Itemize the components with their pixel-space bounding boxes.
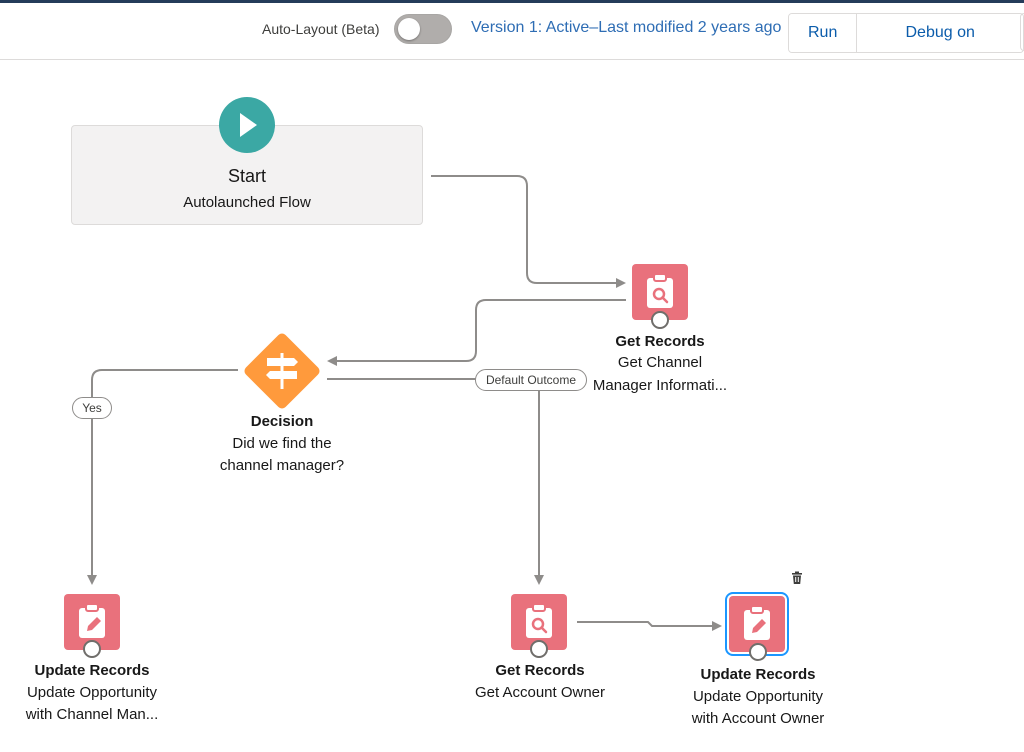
overflow-button[interactable] — [1020, 13, 1024, 51]
decision-label-line1: Did we find the — [232, 435, 332, 452]
get-account-owner-connector-dot[interactable] — [530, 640, 548, 658]
decision-label-line2: channel manager? — [219, 457, 345, 474]
get-records-icon — [526, 603, 552, 638]
connector-get-channel-to-decision[interactable] — [327, 299, 626, 366]
get-channel-manager-element[interactable] — [632, 264, 688, 320]
outcome-yes-label[interactable]: Yes — [72, 397, 112, 419]
connector-decision-default[interactable] — [327, 378, 544, 585]
get-channel-manager-type: Get Records — [615, 333, 705, 350]
update-channel-manager-label-line2: with Channel Man... — [25, 706, 159, 723]
update-channel-manager-type: Update Records — [34, 662, 150, 679]
run-button[interactable]: Run — [789, 14, 857, 52]
update-account-owner-element[interactable] — [729, 596, 785, 652]
update-account-owner-connector-dot[interactable] — [749, 643, 767, 661]
decision-icon — [244, 333, 320, 409]
start-element-icon[interactable] — [219, 97, 275, 153]
get-account-owner-type: Get Records — [495, 662, 585, 679]
auto-layout-toggle[interactable] — [394, 14, 452, 44]
update-records-icon — [79, 603, 105, 638]
toggle-knob — [398, 18, 420, 40]
trash-icon[interactable] — [790, 571, 804, 585]
debug-on-canvas-button[interactable]: Debug on Canvas — [856, 14, 1023, 52]
get-account-owner-label-line1: Get Account Owner — [474, 684, 606, 701]
update-account-owner-type: Update Records — [700, 666, 816, 683]
decision-type: Decision — [250, 413, 314, 430]
window-top-border — [0, 0, 1024, 3]
connector-get-owner-to-update-owner[interactable] — [577, 621, 722, 631]
update-records-icon — [744, 605, 770, 640]
start-title: Start — [227, 166, 266, 186]
play-icon — [240, 113, 257, 137]
flow-builder-toolbar: Auto-Layout (Beta) Version 1: Active–Las… — [0, 3, 1024, 60]
connector-start-to-get-channel[interactable] — [431, 175, 626, 288]
toolbar-button-group: Run Debug on Canvas — [788, 13, 1024, 53]
update-channel-manager-connector-dot[interactable] — [83, 640, 101, 658]
update-account-owner-label-line1: Update Opportunity — [692, 688, 824, 705]
start-subtitle: Autolaunched Flow — [183, 194, 311, 211]
decision-element[interactable] — [242, 331, 322, 411]
outcome-default-label[interactable]: Default Outcome — [475, 369, 587, 391]
update-account-owner-label-line2: with Account Owner — [691, 710, 825, 727]
get-channel-manager-label-line1: Get Channel — [617, 354, 703, 371]
version-status-link[interactable]: Version 1: Active–Last modified 2 years … — [471, 19, 782, 36]
connector-decision-yes[interactable] — [87, 369, 238, 585]
update-channel-manager-label-line1: Update Opportunity — [26, 684, 158, 701]
get-channel-manager-label-line2: Manager Informati... — [592, 377, 728, 394]
get-channel-manager-connector-dot[interactable] — [651, 311, 669, 329]
auto-layout-label: Auto-Layout (Beta) — [262, 21, 380, 37]
get-records-icon — [647, 273, 673, 308]
